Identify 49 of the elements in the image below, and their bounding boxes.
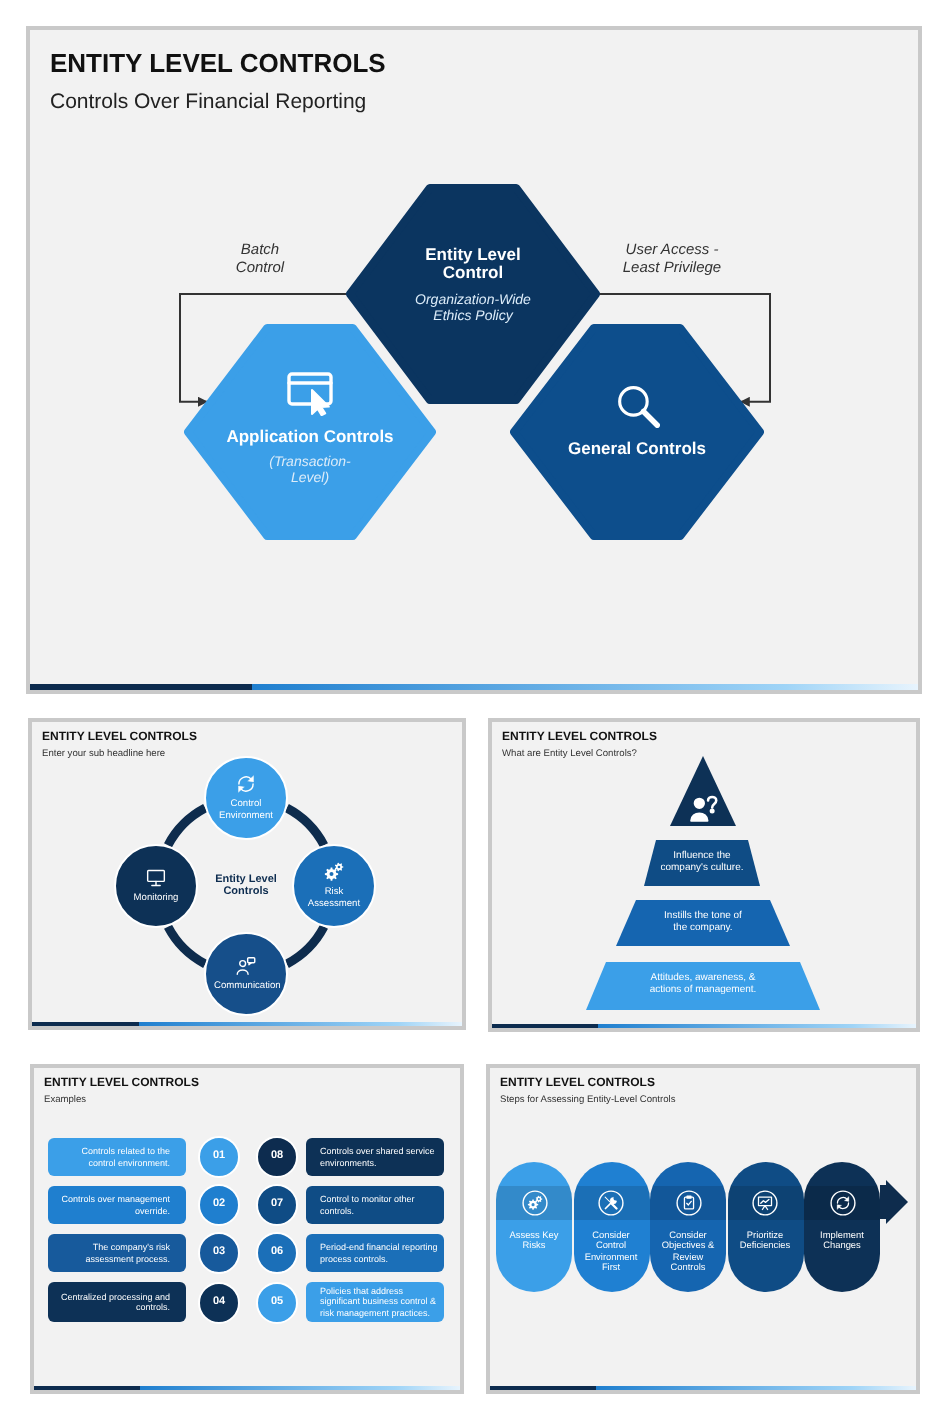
connector-line: [164, 804, 208, 848]
control-title: General Controls: [568, 440, 706, 460]
connector-line: [164, 924, 208, 968]
slide-subtitle: Controls Over Financial Reporting: [50, 90, 367, 115]
step-pill: [804, 1162, 880, 1292]
number-circle: [256, 1184, 298, 1226]
slide-card: [28, 718, 466, 1030]
connector-line: [284, 804, 328, 848]
step-pill: [496, 1162, 572, 1292]
arrow: [880, 1180, 908, 1224]
step-pill: [727, 1162, 803, 1292]
slide-card: [486, 1064, 920, 1394]
slide-card: [488, 718, 920, 1032]
example-card: [306, 1282, 444, 1322]
stage-circle: [292, 844, 376, 928]
arrow: [179, 293, 348, 407]
number-circle: [198, 1136, 240, 1178]
connector-line: [284, 924, 328, 968]
example-card: [48, 1186, 186, 1224]
arrow: [598, 293, 771, 407]
example-card: [306, 1234, 444, 1272]
hexagon: [510, 324, 764, 540]
hexagon: [346, 184, 600, 404]
pyramid-tier: [616, 900, 790, 946]
slide-card: [30, 1064, 464, 1394]
example-card: [48, 1138, 186, 1176]
pyramid-tier: [644, 840, 760, 886]
slide-card: [26, 26, 922, 694]
control-title: Entity Level Control: [423, 245, 523, 285]
number-circle: [256, 1281, 298, 1323]
pyramid-apex: [670, 756, 736, 826]
control-title: Application Controls: [226, 427, 394, 447]
stage-circle: [204, 932, 288, 1016]
slide-title: ENTITY LEVEL CONTROLS: [50, 50, 386, 80]
example-card: [48, 1282, 186, 1322]
number-circle: [256, 1232, 298, 1274]
number-circle: [198, 1232, 240, 1274]
number-circle: [198, 1281, 240, 1323]
example-card: [306, 1138, 444, 1176]
step-pill: [573, 1162, 649, 1292]
number-circle: [198, 1184, 240, 1226]
hexagon: [184, 324, 436, 540]
example-card: [306, 1186, 444, 1224]
step-pill: [650, 1162, 726, 1292]
stage-circle: [114, 844, 198, 928]
example-card: [48, 1234, 186, 1272]
number-circle: [256, 1136, 298, 1178]
stage-circle: [204, 756, 288, 840]
pyramid-tier: [586, 962, 820, 1010]
